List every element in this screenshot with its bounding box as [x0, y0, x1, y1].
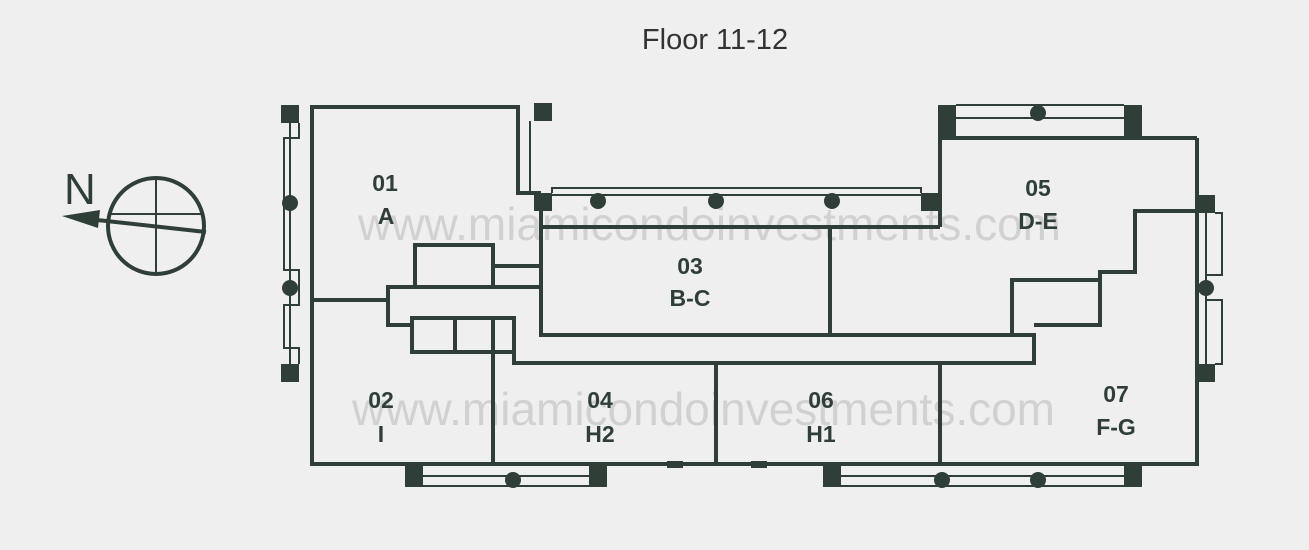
unit-07-type: F-G — [1096, 414, 1136, 440]
unit-01[interactable]: 01 A — [372, 170, 398, 229]
unit-01-number: 01 — [372, 170, 398, 196]
unit-04[interactable]: 04 H2 — [585, 387, 614, 447]
unit-03[interactable]: 03 B-C — [670, 253, 711, 311]
unit-05[interactable]: 05 D-E — [1018, 175, 1058, 234]
unit-06-type: H1 — [806, 421, 836, 447]
unit-03-type: B-C — [670, 285, 711, 311]
unit-02-number: 02 — [368, 387, 394, 413]
floor-title: Floor 11-12 — [641, 24, 789, 56]
watermark-top: www.miamicondoinvestments.com — [357, 198, 1061, 250]
unit-06[interactable]: 06 H1 — [806, 387, 836, 447]
unit-03-number: 03 — [677, 253, 703, 279]
balconies — [281, 103, 1223, 488]
watermark-bottom: www.miamicondoinvestments.com — [351, 383, 1055, 435]
unit-05-type: D-E — [1018, 208, 1058, 234]
unit-04-type: H2 — [585, 421, 614, 447]
north-compass-icon: N — [62, 165, 207, 276]
unit-07-number: 07 — [1103, 381, 1129, 407]
unit-07[interactable]: 07 F-G — [1096, 381, 1136, 440]
unit-05-number: 05 — [1025, 175, 1051, 201]
unit-01-type: A — [378, 203, 395, 229]
compass-north-label: N — [64, 165, 96, 214]
unit-06-number: 06 — [808, 387, 834, 413]
unit-02[interactable]: 02 I — [368, 387, 394, 447]
unit-04-number: 04 — [587, 387, 613, 413]
unit-02-type: I — [378, 421, 384, 447]
